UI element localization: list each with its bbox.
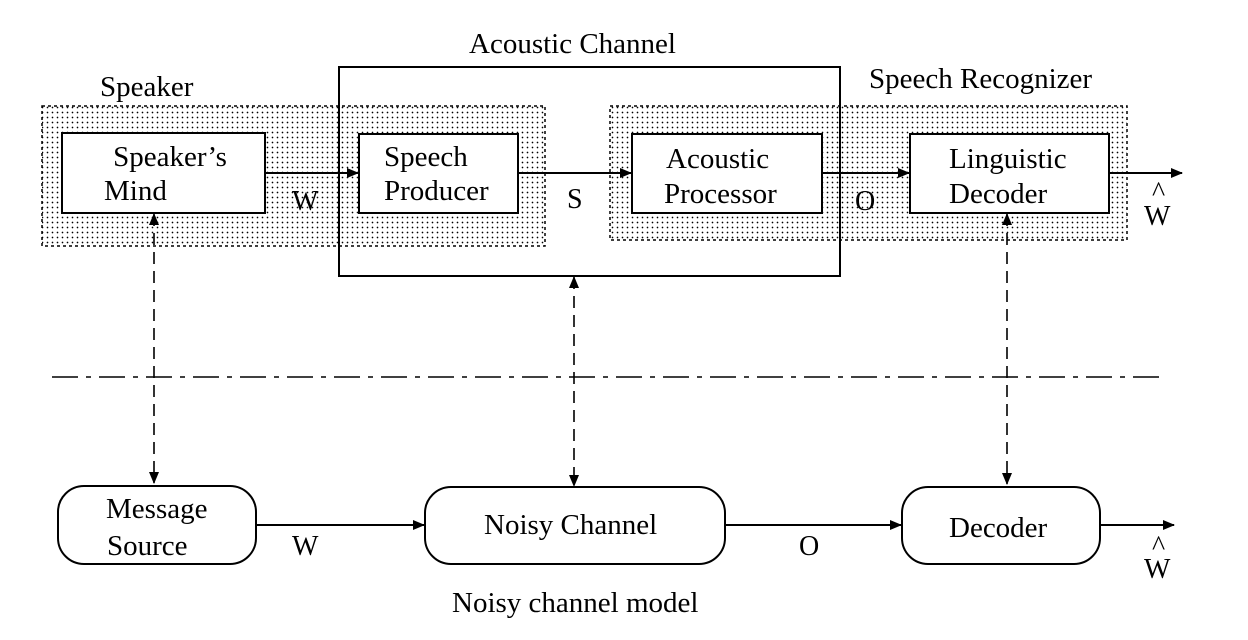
bottom-signal-w: W — [292, 531, 319, 562]
bottom-signal-w-hat-accent: ^ — [1152, 531, 1165, 562]
noisy-channel-label: Noisy Channel — [484, 509, 657, 541]
speech-recognizer-label: Speech Recognizer — [869, 63, 1092, 95]
top-signal-w: W — [292, 186, 319, 217]
speech-producer-box: Speech Producer — [358, 133, 519, 214]
message-source-label-line2: Source — [107, 530, 188, 562]
speakers-mind-label-line1: Speaker’s — [113, 141, 227, 173]
top-signal-s: S — [567, 184, 583, 215]
noisy-channel-model-caption: Noisy channel model — [452, 587, 698, 619]
acoustic-channel-label: Acoustic Channel — [469, 28, 676, 60]
acoustic-processor-box: Acoustic Processor — [631, 133, 823, 214]
acoustic-channel-box — [338, 66, 841, 277]
linguistic-decoder-label-line2: Decoder — [949, 178, 1048, 210]
noisy-channel-box: Noisy Channel — [424, 486, 726, 565]
top-signal-w-hat: W — [1144, 201, 1171, 232]
top-signal-o: O — [855, 186, 875, 217]
speech-producer-label-line1: Speech — [384, 141, 468, 173]
acoustic-processor-label-line2: Processor — [664, 178, 777, 210]
decoder-label: Decoder — [949, 512, 1048, 544]
linguistic-decoder-label-line1: Linguistic — [949, 143, 1067, 175]
acoustic-processor-label-line1: Acoustic — [666, 143, 769, 175]
speakers-mind-label-line2: Mind — [104, 175, 167, 207]
message-source-box: Message Source — [57, 485, 257, 565]
decoder-box: Decoder — [901, 486, 1101, 565]
top-signal-w-hat-accent: ^ — [1152, 177, 1165, 208]
linguistic-decoder-box: Linguistic Decoder — [909, 133, 1110, 214]
bottom-signal-o: O — [799, 531, 819, 562]
speakers-mind-box: Speaker’s Mind — [61, 132, 266, 214]
speech-producer-label-line2: Producer — [384, 175, 489, 207]
message-source-label-line1: Message — [106, 493, 207, 525]
speaker-label: Speaker — [100, 71, 194, 103]
bottom-signal-w-hat: W — [1144, 554, 1171, 585]
